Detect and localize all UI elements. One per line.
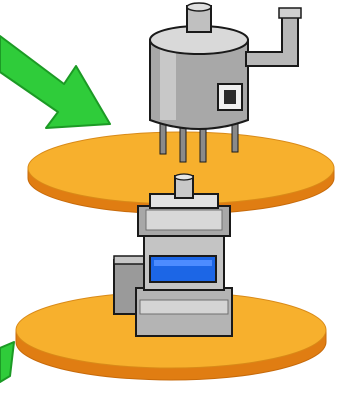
tank-leg — [232, 124, 238, 152]
arrow-partial-icon — [0, 342, 14, 382]
green-arrow — [0, 36, 110, 128]
tank-exhaust-cap — [279, 8, 301, 18]
tank-nozzle-top — [187, 3, 211, 11]
tank-leg — [180, 126, 186, 162]
tank-body-highlight — [160, 45, 176, 120]
tank-leg — [200, 126, 206, 162]
partial-green-arrow — [0, 342, 14, 382]
machine-display-highlight — [154, 260, 212, 266]
arrow-down-right-icon — [0, 36, 110, 128]
machine-nozzle-top — [175, 174, 193, 180]
tank-leg — [160, 124, 166, 154]
machine-base-inner — [140, 300, 228, 314]
machine-upper-panel — [146, 210, 222, 230]
tank-hatch-window — [224, 90, 236, 104]
machine-display — [150, 256, 216, 282]
